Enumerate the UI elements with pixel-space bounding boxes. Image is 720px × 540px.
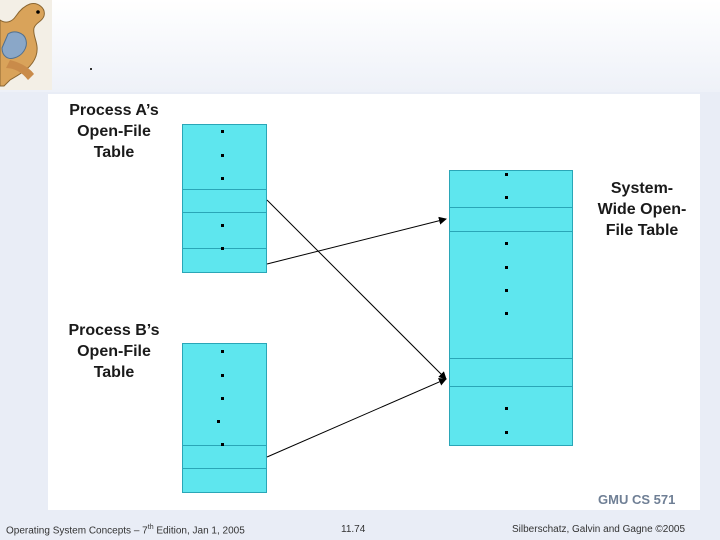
process-b-cell-1 bbox=[182, 343, 267, 446]
system-table-label: System- Wide Open- File Table bbox=[586, 178, 698, 241]
arrow-a1-to-system bbox=[266, 199, 447, 380]
footer-title-main: Operating System Concepts – 7 bbox=[6, 525, 148, 537]
footer-title-sup: th bbox=[147, 524, 154, 531]
process-a-label-line-3: Table bbox=[93, 144, 135, 161]
system-label-line-1: System- bbox=[610, 180, 674, 197]
arrow-a2-to-system bbox=[266, 216, 447, 265]
process-a-cell-1 bbox=[182, 124, 267, 190]
footer-title-rest: Edition, Jan 1, 2005 bbox=[153, 525, 245, 537]
process-a-label: Process A’s Open-File Table bbox=[56, 100, 172, 163]
dinosaur-logo-icon bbox=[0, 0, 52, 90]
process-b-label-line-1: Process B’s bbox=[68, 322, 160, 339]
system-cell-3 bbox=[449, 231, 573, 359]
system-cell-5 bbox=[449, 386, 573, 446]
system-label-line-3: File Table bbox=[605, 222, 679, 239]
process-b-label: Process B’s Open-File Table bbox=[56, 320, 172, 383]
process-b-cell-3 bbox=[182, 468, 267, 493]
footer-page-number: 11.74 bbox=[341, 524, 366, 535]
diagram-panel bbox=[48, 94, 700, 510]
process-b-label-line-2: Open-File bbox=[77, 343, 151, 360]
process-a-cell-4 bbox=[182, 248, 267, 273]
stray-dot bbox=[90, 68, 92, 70]
header-band bbox=[0, 0, 720, 92]
course-watermark: GMU CS 571 bbox=[598, 492, 676, 507]
process-b-label-line-3: Table bbox=[93, 364, 135, 381]
system-label-line-2: Wide Open- bbox=[597, 201, 687, 218]
process-a-label-line-2: Open-File bbox=[77, 123, 151, 140]
footer-book-title: Operating System Concepts – 7th Edition,… bbox=[6, 524, 245, 536]
arrow-b-to-system bbox=[266, 378, 447, 458]
process-a-label-line-1: Process A’s bbox=[69, 102, 159, 119]
footer-authors: Silberschatz, Galvin and Gagne ©2005 bbox=[512, 524, 686, 535]
